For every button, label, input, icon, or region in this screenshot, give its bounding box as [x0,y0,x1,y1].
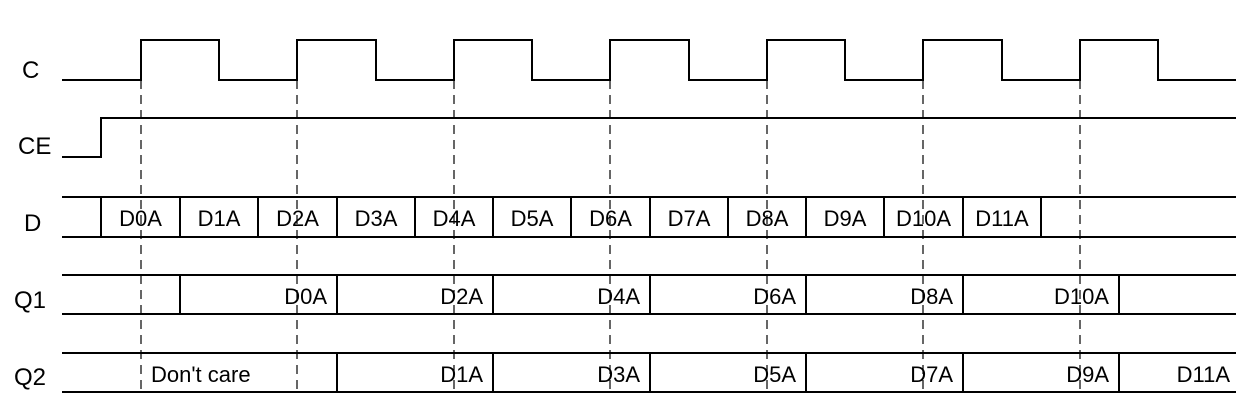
q1-cell-label: D0A [284,284,327,309]
d-cell-label: D11A [975,206,1029,231]
d-cell-label: D9A [824,206,867,231]
q2-cell-label: Don't care [151,362,251,387]
d-cell-label: D2A [276,206,319,231]
q2-bus: Don't care D1A D3A D5A D7A D9A D11A [62,352,1236,393]
d-cell-label: D3A [355,206,398,231]
q1-cell-label: D4A [597,284,640,309]
q1-cell-label: D10A [1054,284,1109,309]
q2-cell-label: D1A [440,362,483,387]
q1-cell-label: D8A [910,284,953,309]
q1-bus: D0A D2A D4A D6A D8A D10A [62,274,1236,315]
q2-cell-label: D11A [1177,362,1231,387]
q2-cell-label: D9A [1066,362,1109,387]
d-cell-label: D10A [896,206,951,231]
clock-waveform [62,39,1236,81]
q2-cell-label: D5A [753,362,796,387]
ce-waveform [62,117,1236,158]
d-cell-label: D7A [668,206,711,231]
q2-cell-label: D3A [597,362,640,387]
signal-label-q2: Q2 [14,364,46,391]
q1-cell-label: D2A [440,284,483,309]
d-cell-label: D1A [198,206,241,231]
d-cell-label: D0A [119,206,162,231]
signal-label-c: C [22,57,39,84]
signal-label-d: D [24,210,41,237]
q2-cell-label: D7A [910,362,953,387]
q1-cell-label: D6A [753,284,796,309]
d-cell-label: D5A [511,206,554,231]
signal-label-ce: CE [18,133,51,160]
d-cell-label: D4A [433,206,476,231]
d-cell-label: D6A [589,206,632,231]
d-bus: D0A D1A D2A D3A D4A D5A D6A D7A D8A D9A D10A D11A [62,196,1236,238]
d-cell-label: D8A [746,206,789,231]
signal-label-q1: Q1 [14,287,46,314]
